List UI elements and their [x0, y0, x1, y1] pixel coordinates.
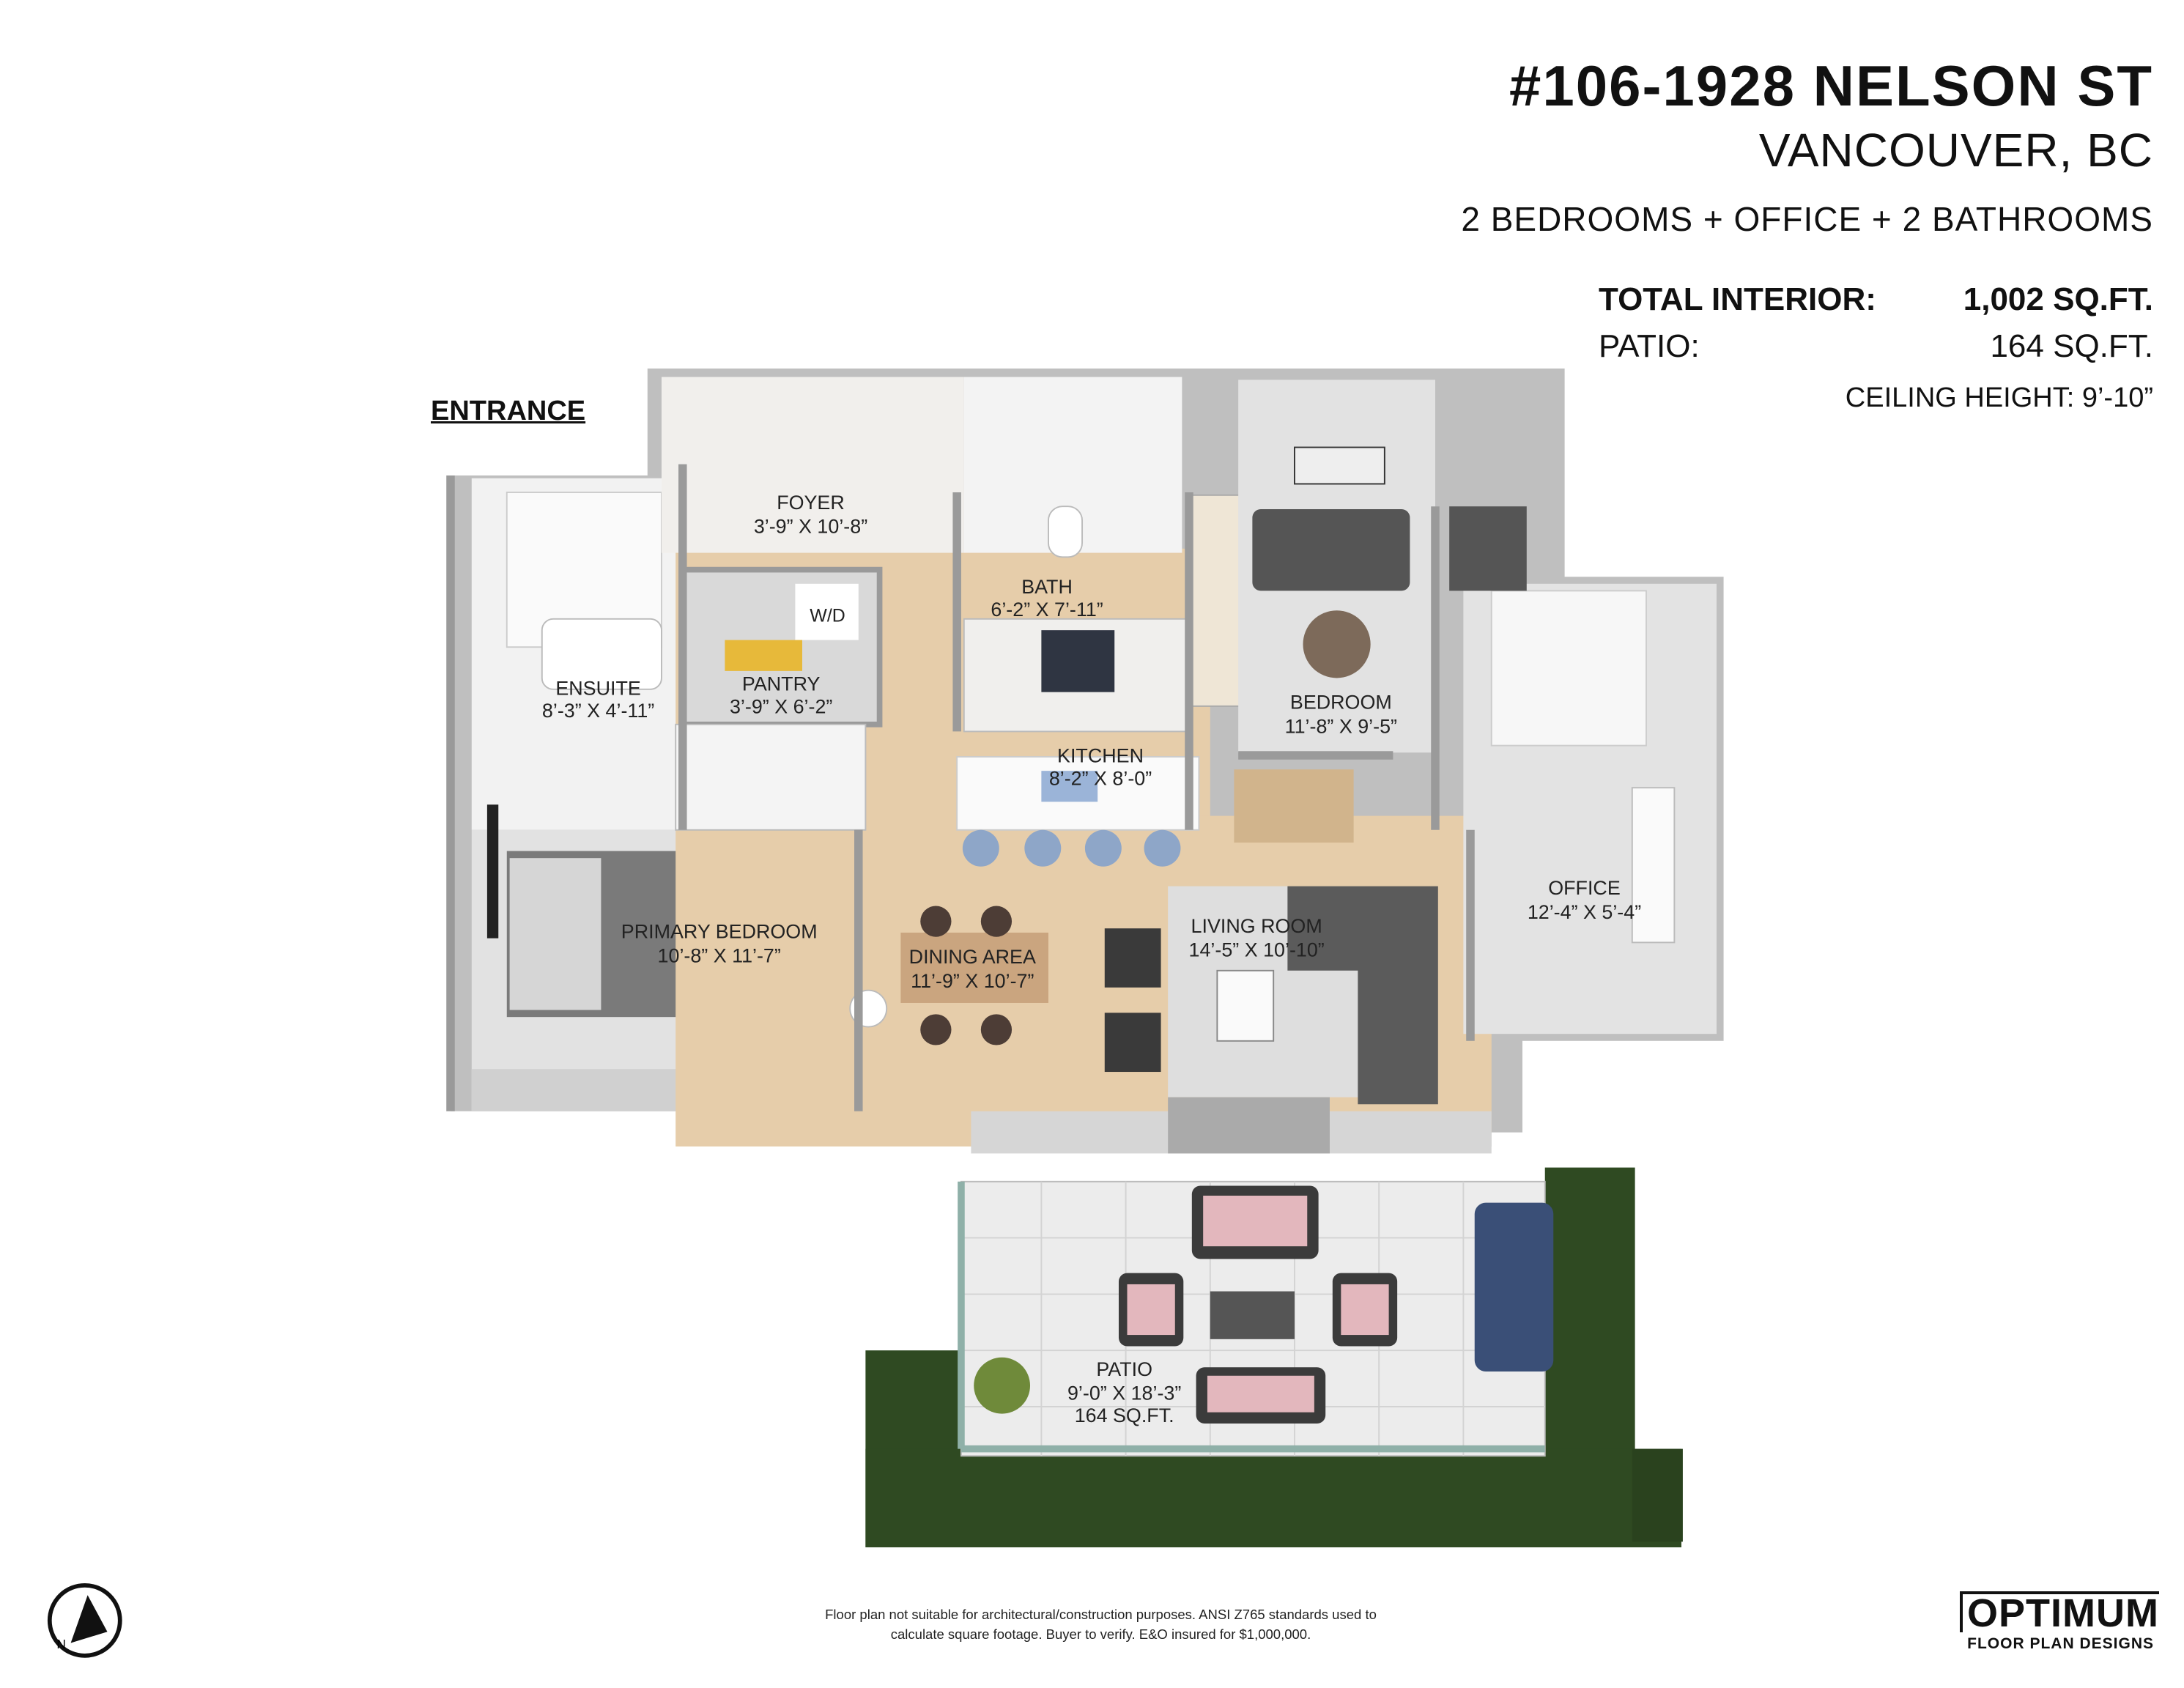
interior-walls [446, 464, 1475, 1111]
room-label-primary-bedroom: PRIMARY BEDROOM [621, 921, 818, 943]
patio-row: PATIO: 164 SQ.FT. [1599, 328, 2153, 365]
room-label-living: LIVING ROOM [1191, 915, 1322, 937]
patio-label: PATIO: [1599, 328, 1700, 364]
total-interior-label: TOTAL INTERIOR: [1599, 281, 1876, 317]
room-dims-bath: 6’-2” X 7’-11” [991, 599, 1103, 621]
room-label-office: OFFICE [1548, 877, 1621, 899]
disclaimer-line: Floor plan not suitable for architectura… [825, 1607, 1377, 1622]
room-label-pantry: PANTRY [742, 673, 821, 695]
room-label-ensuite: ENSUITE [555, 677, 640, 699]
room-label-bath: BATH [1021, 576, 1073, 598]
room-dims-office: 12’-4” X 5’-4” [1528, 901, 1641, 923]
room-dims-pantry: 3’-9” X 6’-2” [730, 695, 832, 717]
disclaimer: Floor plan not suitable for architectura… [733, 1604, 1469, 1644]
room-label-patio: PATIO [1096, 1358, 1152, 1380]
svg-text:N: N [56, 1637, 65, 1651]
dining-table [900, 932, 1048, 1003]
room-label-wd: W/D [810, 606, 845, 626]
entrance-label: ENTRANCE [431, 396, 586, 426]
logo-main-text: OPTIMUM [1960, 1591, 2159, 1633]
room-summary: 2 BEDROOMS + OFFICE + 2 BATHROOMS [1461, 200, 2153, 238]
room-dims-foyer: 3’-9” X 10’-8” [754, 516, 867, 538]
ceiling-height: CEILING HEIGHT: 9’-10” [1845, 382, 2153, 413]
bed [1252, 509, 1410, 591]
patio-value: 164 SQ.FT. [1990, 328, 2153, 364]
total-interior-row: TOTAL INTERIOR: 1,002 SQ.FT. [1599, 281, 2153, 318]
room-label-bedroom: BEDROOM [1290, 692, 1392, 714]
logo-sub-text: FLOOR PLAN DESIGNS [1967, 1635, 2154, 1652]
room-label-kitchen: KITCHEN [1057, 745, 1144, 767]
room-dims-dining: 11’-9” X 10’-7” [911, 970, 1034, 992]
room-dims-patio: 9’-0” X 18’-3” [1067, 1382, 1181, 1404]
room-dims-living: 14’-5” X 10’-10” [1189, 939, 1325, 961]
disclaimer-line: calculate square footage. Buyer to verif… [890, 1626, 1311, 1642]
room-label-foyer: FOYER [777, 492, 845, 514]
north-arrow-icon: N [47, 1582, 122, 1658]
room-dims-primary-bedroom: 10’-8” X 11’-7” [658, 944, 781, 966]
patio-furniture [974, 1185, 1554, 1424]
room-dims-ensuite: 8’-3” X 4’-11” [542, 700, 654, 722]
room-label-dining: DINING AREA [909, 946, 1036, 968]
sectional-sofa [1287, 886, 1438, 1105]
room-dims-kitchen: 8’-2” X 8’-0” [1049, 767, 1152, 789]
room-area-patio: 164 SQ.FT. [1075, 1404, 1174, 1426]
foyer-floor [661, 377, 964, 553]
room-dims-bedroom: 11’-8” X 9’-5” [1285, 715, 1397, 737]
listing-city: VANCOUVER, BC [1758, 124, 2153, 177]
optimum-logo: OPTIMUM FLOOR PLAN DESIGNS [1960, 1591, 2159, 1653]
hedge [865, 1167, 1683, 1547]
listing-address: #106-1928 NELSON ST [1509, 53, 2153, 118]
total-interior-value: 1,002 SQ.FT. [1963, 281, 2153, 317]
